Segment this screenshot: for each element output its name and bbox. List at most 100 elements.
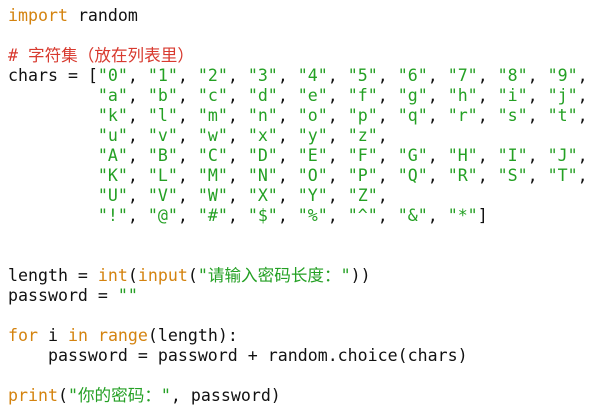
code-token-text: , (177, 106, 198, 125)
code-token-text: , (377, 186, 388, 205)
code-token-text: (length): (147, 326, 238, 345)
code-line[interactable]: "K", "L", "M", "N", "O", "P", "Q", "R", … (8, 166, 598, 186)
code-line[interactable]: "!", "@", "#", "$", "%", "^", "&", "*"] (8, 206, 598, 226)
code-token-text: , (527, 146, 548, 165)
code-token-text: , (227, 66, 248, 85)
code-token-string: "j" (547, 86, 578, 105)
code-token-string: "G" (397, 146, 428, 165)
code-token-string: "h" (447, 86, 478, 105)
code-token-keyword: for (8, 326, 38, 345)
code-token-string: "0" (97, 66, 128, 85)
code-token-text: , (527, 66, 548, 85)
code-token-string: "a" (97, 86, 128, 105)
code-token-string: "&" (397, 206, 428, 225)
code-line[interactable]: password = password + random.choice(char… (8, 346, 598, 366)
code-token-text: , (127, 206, 148, 225)
code-token-string: "U" (97, 186, 128, 205)
code-token-string: "K" (97, 166, 128, 185)
code-token-string: "L" (147, 166, 178, 185)
code-token-string: "F" (347, 146, 378, 165)
code-line[interactable]: "A", "B", "C", "D", "E", "F", "G", "H", … (8, 146, 598, 166)
code-token-text: , (277, 146, 298, 165)
code-token-string: "d" (247, 86, 278, 105)
code-token-string: "v" (147, 126, 178, 145)
code-token-string: "Y" (297, 186, 328, 205)
code-token-text: , (427, 66, 448, 85)
code-token-text: , (177, 86, 198, 105)
code-token-text: length = (8, 266, 98, 285)
code-line-blank[interactable] (8, 246, 598, 266)
code-line[interactable]: "U", "V", "W", "X", "Y", "Z", (8, 186, 598, 206)
code-editor[interactable]: import random # 字符集（放在列表里）chars = ["0", "… (8, 6, 598, 414)
code-token-string: "2" (197, 66, 228, 85)
code-token-text: , (477, 66, 498, 85)
code-token-string: "I" (497, 146, 528, 165)
code-token-string: "t" (547, 106, 578, 125)
code-token-string: "" (117, 286, 138, 305)
code-token-string: "e" (297, 86, 328, 105)
code-token-keyword: in (67, 326, 88, 345)
code-token-string: "u" (97, 126, 128, 145)
code-line[interactable]: "k", "l", "m", "n", "o", "p", "q", "r", … (8, 106, 598, 126)
code-token-string: "7" (447, 66, 478, 85)
code-token-text: , (227, 126, 248, 145)
code-token-text: ( (57, 386, 68, 405)
code-token-text: , (527, 106, 548, 125)
code-token-builtin: input (137, 266, 188, 285)
code-token-text: , (227, 206, 248, 225)
code-token-text: , (127, 146, 148, 165)
code-line[interactable]: length = int(input("请输入密码长度：")) (8, 266, 598, 286)
code-token-string: "i" (497, 86, 528, 105)
code-token-text: , (327, 126, 348, 145)
code-token-text (8, 166, 98, 185)
code-token-text: , (177, 206, 198, 225)
code-line[interactable]: # 字符集（放在列表里） (8, 46, 598, 66)
code-token-string: "M" (197, 166, 228, 185)
code-token-string: "O" (297, 166, 328, 185)
code-token-string: "*" (447, 206, 478, 225)
code-line[interactable]: "a", "b", "c", "d", "e", "f", "g", "h", … (8, 86, 598, 106)
code-token-string: "$" (247, 206, 278, 225)
code-token-text: )) (350, 266, 371, 285)
code-token-string: "!" (97, 206, 128, 225)
code-token-string: "S" (497, 166, 528, 185)
code-line-blank[interactable] (8, 306, 598, 326)
code-line-blank[interactable] (8, 366, 598, 386)
code-token-text: , (377, 206, 398, 225)
code-token-text: , (477, 166, 498, 185)
code-token-builtin: int (97, 266, 128, 285)
code-token-string: "H" (447, 146, 478, 165)
code-token-text: , (177, 146, 198, 165)
code-token-text: ( (187, 266, 198, 285)
code-token-text: , (427, 206, 448, 225)
code-token-text: , (577, 166, 588, 185)
code-token-string: "Z" (347, 186, 378, 205)
code-line[interactable]: "u", "v", "w", "x", "y", "z", (8, 126, 598, 146)
code-token-string: "f" (347, 86, 378, 105)
code-line[interactable]: chars = ["0", "1", "2", "3", "4", "5", "… (8, 66, 598, 86)
code-token-string: "Q" (397, 166, 428, 185)
code-token-string: "N" (247, 166, 278, 185)
code-line[interactable]: print("你的密码：", password) (8, 386, 598, 406)
code-token-text: , (377, 106, 398, 125)
code-token-text: , (327, 86, 348, 105)
code-token-string: "g" (397, 86, 428, 105)
code-token-string: "p" (347, 106, 378, 125)
code-token-string: "C" (197, 146, 228, 165)
code-token-text: , (227, 86, 248, 105)
code-token-string: "m" (197, 106, 228, 125)
code-token-comment: # 字符集（放在列表里） (8, 46, 194, 65)
code-line[interactable]: import random (8, 6, 598, 26)
code-token-text: , (427, 106, 448, 125)
code-line-blank[interactable] (8, 26, 598, 46)
code-line-blank[interactable] (8, 226, 598, 246)
code-token-text: , (277, 66, 298, 85)
code-token-string: "n" (247, 106, 278, 125)
code-token-string: "k" (97, 106, 128, 125)
code-token-text: , (177, 166, 198, 185)
code-token-text: , (427, 86, 448, 105)
code-token-text: , (577, 66, 588, 85)
code-token-string: "q" (397, 106, 428, 125)
code-line[interactable]: password = "" (8, 286, 598, 306)
code-line[interactable]: for i in range(length): (8, 326, 598, 346)
